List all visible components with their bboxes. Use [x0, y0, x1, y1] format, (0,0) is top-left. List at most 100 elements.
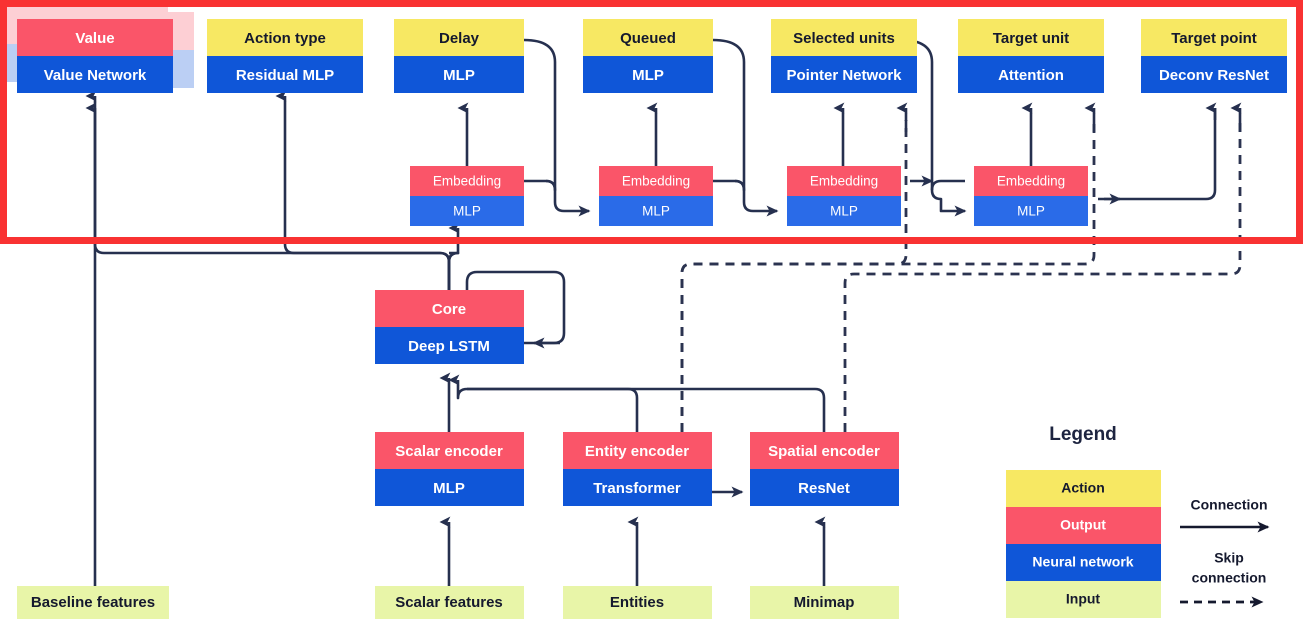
- legend-swatch-action-label: Action: [1061, 480, 1105, 496]
- legend-skip-label-line1: Skip: [1214, 550, 1244, 566]
- block-target-point-head: [1141, 19, 1287, 56]
- block-baseline-features[interactable]: Baseline features: [17, 586, 169, 619]
- block-entity-encoder-head: [563, 432, 712, 469]
- legend-swatch-input: Input: [1006, 581, 1161, 618]
- conn-selected-head-to-target-unit-embedding: [900, 38, 967, 217]
- block-target-point-head-label: Target point: [1171, 30, 1257, 47]
- block-target-unit-head: [958, 19, 1104, 56]
- block-entity-encoder[interactable]: Entity encoder Transformer: [563, 432, 712, 506]
- block-selected-units[interactable]: Selected units Pointer Network: [771, 19, 917, 93]
- block-queued-embedding-body: [599, 196, 713, 226]
- block-scalar-encoder-head-label: Scalar encoder: [395, 443, 503, 460]
- legend-swatch-action: Action: [1006, 470, 1161, 507]
- conn-spatial-encoder-to-core: [467, 387, 826, 432]
- block-selected-units-embedding-body-label: MLP: [830, 204, 858, 219]
- block-action-type-head: [207, 19, 363, 56]
- block-scalar-features[interactable]: Scalar features: [375, 586, 524, 619]
- block-action-type[interactable]: Action type Residual MLP: [207, 19, 363, 93]
- block-selected-units-head-label: Selected units: [793, 30, 895, 47]
- legend-title: Legend: [1049, 424, 1117, 445]
- block-value-head: [17, 19, 173, 56]
- block-delay-body-label: MLP: [443, 67, 475, 84]
- block-target-unit-embedding-body: [974, 196, 1088, 226]
- block-delay-embedding-body-label: MLP: [453, 204, 481, 219]
- block-scalar-features-box: [375, 586, 524, 619]
- block-queued-body: [583, 56, 713, 93]
- block-delay-embedding[interactable]: Embedding MLP: [410, 166, 524, 226]
- block-core[interactable]: Core Deep LSTM: [375, 290, 524, 364]
- block-minimap-box: [750, 586, 899, 619]
- block-scalar-features-label: Scalar features: [395, 594, 503, 611]
- block-core-head: [375, 290, 524, 327]
- block-target-unit-body-label: Attention: [998, 67, 1064, 84]
- block-spatial-encoder-body-label: ResNet: [798, 480, 850, 497]
- block-delay-embedding-head: [410, 166, 524, 196]
- block-scalar-encoder-head: [375, 432, 524, 469]
- block-core-body-label: Deep LSTM: [408, 338, 490, 355]
- block-target-unit-body: [958, 56, 1104, 93]
- legend-swatch-neural-network-label: Neural network: [1032, 554, 1133, 570]
- block-queued-embedding-body-label: MLP: [642, 204, 670, 219]
- block-scalar-encoder[interactable]: Scalar encoder MLP: [375, 432, 524, 506]
- legend-skip-label-line2: connection: [1192, 570, 1267, 586]
- block-selected-units-body: [771, 56, 917, 93]
- block-target-unit-embedding-body-label: MLP: [1017, 204, 1045, 219]
- block-value[interactable]: Value Value Network: [17, 19, 173, 93]
- legend: Legend Action Output Neural network Inpu…: [1006, 424, 1270, 618]
- block-delay-embedding-head-label: Embedding: [433, 174, 501, 189]
- block-action-type-body-label: Residual MLP: [236, 67, 334, 84]
- connection-layer: [85, 38, 1242, 588]
- block-queued-head: [583, 19, 713, 56]
- legend-swatch-input-label: Input: [1066, 591, 1101, 607]
- block-core-head-label: Core: [432, 301, 466, 318]
- block-value-head-label: Value: [75, 30, 114, 47]
- block-core-body: [375, 327, 524, 364]
- block-delay-body: [394, 56, 524, 93]
- conn-deconv-to-target-unit-embedding: [1104, 108, 1217, 201]
- block-selected-units-embedding-head: [787, 166, 901, 196]
- block-target-unit[interactable]: Target unit Attention: [958, 19, 1104, 93]
- block-target-unit-embedding-head: [974, 166, 1088, 196]
- legend-swatch-input-box: [1006, 581, 1161, 618]
- block-queued-embedding-head: [599, 166, 713, 196]
- block-action-type-head-label: Action type: [244, 30, 326, 47]
- legend-swatch-neural-network-box: [1006, 544, 1161, 581]
- block-delay[interactable]: Delay MLP: [394, 19, 524, 93]
- block-scalar-encoder-body-label: MLP: [433, 480, 465, 497]
- block-entity-encoder-head-label: Entity encoder: [585, 443, 689, 460]
- block-minimap[interactable]: Minimap: [750, 586, 899, 619]
- block-queued-head-label: Queued: [620, 30, 676, 47]
- block-target-unit-embedding[interactable]: Embedding MLP: [974, 166, 1088, 226]
- block-queued-embedding[interactable]: Embedding MLP: [599, 166, 713, 226]
- block-value-body: [17, 56, 173, 93]
- block-queued-body-label: MLP: [632, 67, 664, 84]
- block-entity-encoder-body-label: Transformer: [593, 480, 681, 497]
- legend-swatch-output-box: [1006, 507, 1161, 544]
- block-entities-box: [563, 586, 712, 619]
- block-action-type-body: [207, 56, 363, 93]
- block-target-point-body-label: Deconv ResNet: [1159, 67, 1269, 84]
- block-selected-units-head: [771, 19, 917, 56]
- conn-queued-head-to-selected-embedding: [712, 38, 746, 192]
- block-spatial-encoder-body: [750, 469, 899, 506]
- block-selected-units-embedding-head-label: Embedding: [810, 174, 878, 189]
- block-selected-units-embedding[interactable]: Embedding MLP: [787, 166, 901, 226]
- block-value-body-label: Value Network: [44, 67, 147, 84]
- block-entities[interactable]: Entities: [563, 586, 712, 619]
- block-delay-head-label: Delay: [439, 30, 480, 47]
- block-delay-embedding-body: [410, 196, 524, 226]
- block-queued[interactable]: Queued MLP: [583, 19, 713, 93]
- block-spatial-encoder-head: [750, 432, 899, 469]
- block-baseline-features-box: [17, 586, 169, 619]
- skip-spatial-encoder-to-target-point: [843, 120, 1242, 432]
- block-delay-head: [394, 19, 524, 56]
- legend-swatch-output-label: Output: [1060, 517, 1106, 533]
- conn-delay-head-to-queued-embedding: [523, 38, 557, 192]
- block-spatial-encoder[interactable]: Spatial encoder ResNet: [750, 432, 899, 506]
- conn-core-recurrent-loop: [465, 270, 566, 345]
- block-target-point[interactable]: Target point Deconv ResNet: [1141, 19, 1287, 93]
- block-target-point-body: [1141, 56, 1287, 93]
- legend-swatch-action-box: [1006, 470, 1161, 507]
- legend-connection-label: Connection: [1191, 497, 1268, 513]
